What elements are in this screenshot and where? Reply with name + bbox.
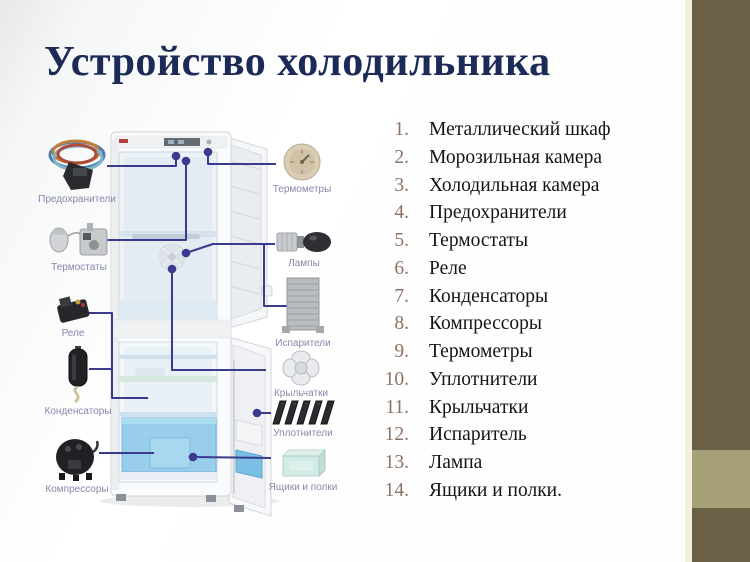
component-relay: Реле — [50, 292, 96, 339]
connector-evaporators — [263, 244, 287, 307]
parts-list-number: 5. — [394, 230, 409, 251]
parts-list-item: 14. Ящики и полки. — [383, 477, 683, 505]
fridge-feet — [116, 494, 216, 502]
connector-thermostats — [107, 156, 191, 241]
parts-list-number: 7. — [394, 285, 409, 307]
parts-list-item: 12. Испаритель — [383, 421, 683, 449]
compressor-icon — [54, 436, 100, 482]
component-lamps: Лампы — [274, 228, 334, 269]
connector-relay — [89, 312, 148, 399]
right-band-light — [692, 450, 750, 508]
component-label: Термометры — [272, 184, 332, 195]
lamp-icon — [275, 228, 333, 256]
relay-icon — [54, 292, 92, 326]
parts-list-item: 7. Конденсаторы — [383, 283, 683, 311]
component-label: Уплотнители — [273, 428, 333, 439]
impeller-icon — [282, 350, 320, 386]
parts-list-item: 5. Термостаты — [383, 227, 683, 255]
parts-list-number: 1. — [394, 119, 409, 140]
parts-list-item: 11. Крыльчатки — [383, 394, 683, 422]
connector-drawers — [188, 452, 272, 462]
parts-list-item: 9. Термометры — [383, 338, 683, 366]
parts-list-label: Термометры — [429, 341, 533, 362]
parts-list-number: 6. — [394, 257, 409, 279]
parts-list-number: 3. — [394, 174, 409, 196]
component-impellers: Крыльчатки — [274, 350, 328, 399]
parts-list-item: 4. Предохранители — [383, 199, 683, 227]
component-label: Испарители — [275, 338, 331, 349]
parts-list-label: Испаритель — [429, 424, 527, 446]
component-fuses: Предохранители — [38, 134, 116, 205]
component-evaporators: Испарители — [275, 276, 331, 349]
drawers-icon — [279, 446, 327, 480]
component-thermostats: Термостаты — [44, 222, 114, 273]
component-label: Предохранители — [38, 194, 116, 205]
parts-list-label: Предохранители — [429, 202, 567, 224]
parts-list-item: 1. Металлический шкаф — [383, 116, 683, 144]
component-label: Реле — [61, 328, 85, 339]
condenser-icon — [62, 346, 94, 404]
parts-list-item: 6. Реле — [383, 255, 683, 283]
component-thermometers: Термометры — [273, 142, 331, 195]
parts-list-number: 11. — [385, 396, 409, 418]
parts-list-label: Уплотнители — [429, 368, 538, 390]
thermometer-icon — [282, 142, 322, 182]
parts-list-number: 8. — [394, 313, 409, 335]
parts-list-number: 10. — [384, 368, 409, 390]
component-compressors: Компрессоры — [45, 436, 109, 495]
parts-list-label: Конденсаторы — [429, 285, 549, 307]
component-label: Термостаты — [51, 262, 107, 273]
page-title: Устройство холодильника — [44, 39, 551, 85]
band-edge-stripe — [685, 0, 692, 562]
component-seals: Уплотнители — [270, 398, 336, 439]
parts-list: 1. Металлический шкаф 2. Морозильная кам… — [383, 116, 683, 505]
parts-list-number: 13. — [384, 452, 409, 473]
parts-list-item: 2. Морозильная камера — [383, 144, 683, 172]
parts-list-number: 12. — [384, 424, 409, 446]
parts-list-label: Компрессоры — [429, 313, 542, 335]
parts-list-label: Реле — [429, 257, 467, 279]
parts-list-item: 8. Компрессоры — [383, 310, 683, 338]
connector-impellers — [167, 264, 266, 371]
fuses-icon — [41, 134, 113, 192]
parts-list-number: 4. — [394, 202, 409, 224]
component-label: Компрессоры — [45, 484, 109, 495]
parts-list-item: 3. Холодильная камера — [383, 172, 683, 200]
connector-lamps — [181, 243, 275, 258]
connector-seals — [252, 408, 271, 418]
parts-list-number: 2. — [394, 146, 409, 168]
component-drawers: Ящики и полки — [269, 446, 337, 493]
fridge-door-open — [228, 336, 272, 517]
parts-list-label: Крыльчатки — [429, 396, 529, 418]
parts-list-item: 10. Уплотнители — [383, 366, 683, 394]
component-label: Крыльчатки — [273, 388, 329, 399]
connector-fuses — [107, 151, 181, 167]
parts-list-label: Термостаты — [429, 230, 529, 251]
parts-list-label: Ящики и полки. — [429, 479, 562, 501]
component-label: Ящики и полки — [268, 482, 338, 493]
connector-lines — [89, 147, 287, 462]
parts-list-label: Морозильная камера — [429, 146, 603, 168]
component-label: Конденсаторы — [44, 406, 112, 417]
component-label: Лампы — [288, 258, 320, 269]
evaporator-icon — [280, 276, 326, 336]
parts-list-number: 14. — [384, 479, 409, 501]
parts-list-item: 13. Лампа — [383, 449, 683, 477]
freezer-compartment — [118, 151, 218, 321]
seal-icon — [271, 398, 335, 426]
parts-list-label: Металлический шкаф — [429, 119, 611, 140]
parts-list-label: Лампа — [429, 452, 483, 473]
fridge-compartment — [118, 341, 218, 483]
connector-thermometers — [203, 147, 276, 165]
parts-list-number: 9. — [394, 341, 409, 362]
thermostat-icon — [47, 222, 111, 260]
component-condensers: Конденсаторы — [45, 346, 111, 417]
parts-list-label: Холодильная камера — [429, 174, 600, 196]
